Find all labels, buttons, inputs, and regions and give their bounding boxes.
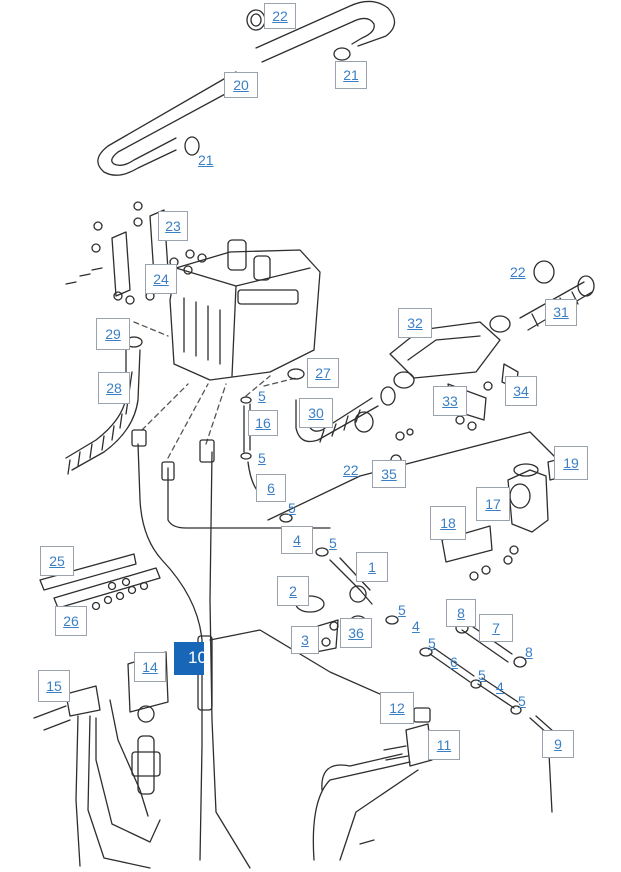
callout-5-c[interactable]: 5 [288,500,296,516]
callout-5-b[interactable]: 5 [258,450,266,466]
hose-clamp-21b [184,136,200,156]
connector-a [131,429,147,447]
callout-35[interactable]: 35 [372,460,406,488]
connector-b [161,461,175,481]
coolant-hose-lower-inner [111,85,241,166]
hose-end-cap-22 [246,9,266,31]
silencer-cap-22 [533,260,555,284]
callout-33[interactable]: 33 [433,386,467,416]
callout-5-e[interactable]: 5 [398,602,406,618]
pipe-4c [477,677,519,709]
callout-32[interactable]: 32 [398,308,432,338]
callout-8-top[interactable]: 8 [446,599,476,627]
callout-5-g[interactable]: 5 [478,667,486,683]
callout-5-a[interactable]: 5 [258,388,266,404]
hose-clamp-21a [333,47,351,61]
callout-10-selected[interactable]: 10 [174,642,207,675]
callout-22-top[interactable]: 22 [264,3,296,29]
callout-11[interactable]: 11 [428,730,460,760]
callout-18[interactable]: 18 [430,506,466,540]
callout-29[interactable]: 29 [96,318,130,350]
callout-22-lower[interactable]: 22 [343,462,359,478]
callout-19[interactable]: 19 [554,446,588,480]
callout-4-mid[interactable]: 4 [412,618,420,634]
callout-3[interactable]: 3 [291,626,319,654]
bracket-3 [315,619,339,653]
heater-port-right [253,255,271,281]
callout-21-left[interactable]: 21 [198,152,214,168]
callout-6-top[interactable]: 6 [256,474,286,502]
callout-5-d[interactable]: 5 [329,535,337,551]
relay-12 [413,707,431,723]
callout-28[interactable]: 28 [98,372,130,404]
callout-15[interactable]: 15 [38,670,70,702]
connector-c [199,439,215,463]
callout-26[interactable]: 26 [55,606,87,636]
callout-31[interactable]: 31 [545,299,577,326]
pipe-6b [429,647,475,683]
callout-22-silencer[interactable]: 22 [510,264,526,280]
clamp-27 [287,368,305,380]
callout-7[interactable]: 7 [479,614,513,642]
bracket-23 [111,231,131,297]
callout-5-h[interactable]: 5 [518,693,526,709]
intake-hose-30 [295,399,379,443]
callout-30[interactable]: 30 [299,398,333,428]
sensor-1 [329,557,373,605]
wiring-harness [137,443,203,861]
pump-bracket-18 [441,525,493,563]
callout-16[interactable]: 16 [248,410,278,436]
callout-23[interactable]: 23 [158,211,188,241]
heater-port-left [227,239,247,271]
callout-25[interactable]: 25 [40,546,74,576]
callout-24[interactable]: 24 [145,264,177,294]
callout-34[interactable]: 34 [505,376,537,406]
callout-6-lower[interactable]: 6 [450,654,458,670]
callout-5-f[interactable]: 5 [428,635,436,651]
callout-14[interactable]: 14 [134,652,166,682]
callout-20[interactable]: 20 [224,72,258,98]
heater-badge [237,289,299,305]
callout-12[interactable]: 12 [380,692,414,724]
callout-8-right[interactable]: 8 [525,644,533,660]
switch-14 [137,735,155,795]
callout-21-right[interactable]: 21 [335,61,367,89]
exhaust-flex-hose [71,349,141,471]
water-pump-17 [507,469,549,533]
coolant-hose-loop [255,0,396,49]
relay-15 [65,685,101,717]
callout-9[interactable]: 9 [542,730,574,758]
callout-1[interactable]: 1 [356,552,388,582]
callout-4-lower[interactable]: 4 [496,679,504,695]
callout-36[interactable]: 36 [340,618,372,648]
callout-27[interactable]: 27 [307,358,339,388]
callout-17[interactable]: 17 [476,487,510,521]
strip-25 [39,553,137,591]
coolant-hose-lower [97,71,237,176]
coolant-hose-loop-inner [261,17,375,63]
connector-11 [405,723,433,767]
heater-body [169,249,321,381]
callout-2[interactable]: 2 [277,576,309,606]
callout-4-top[interactable]: 4 [281,526,313,554]
